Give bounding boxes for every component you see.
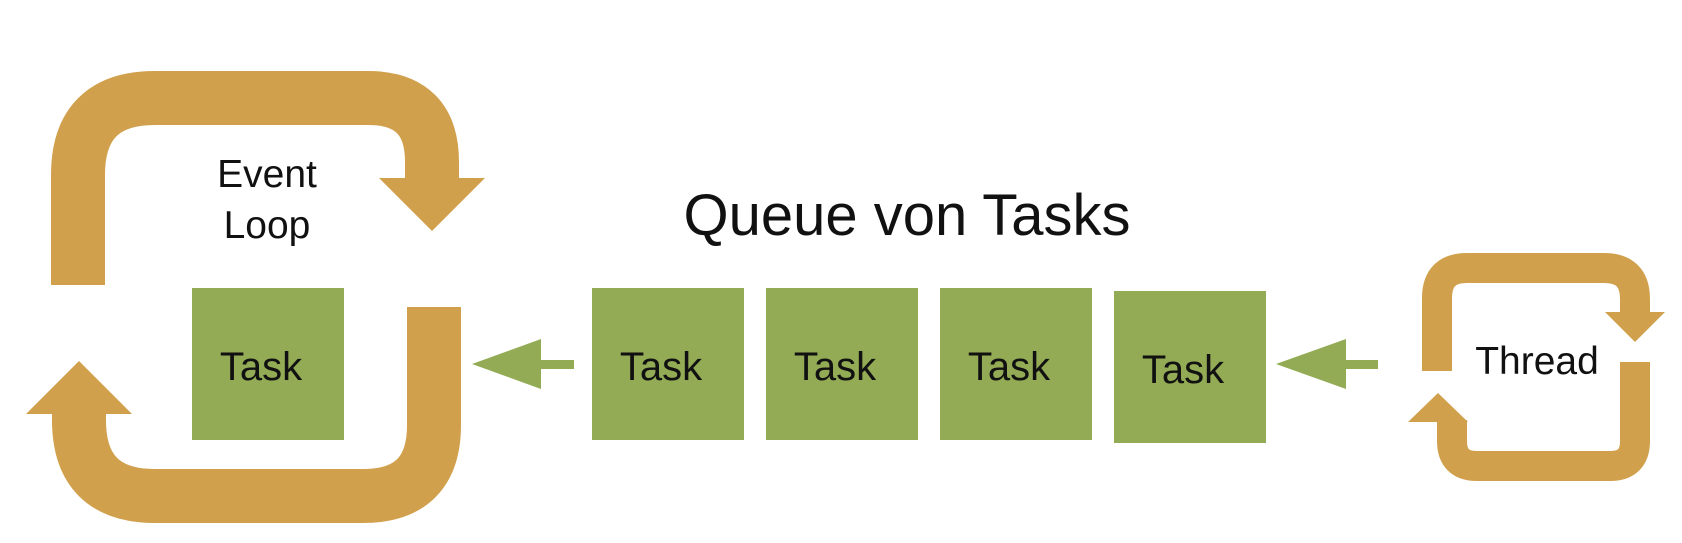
queue-task-box bbox=[1114, 291, 1266, 443]
queue-task-label: Task bbox=[620, 345, 703, 389]
event-loop-top-arrow-body bbox=[51, 71, 459, 285]
current-task-box bbox=[192, 288, 344, 440]
event-loop-top-arrowhead bbox=[379, 178, 485, 231]
event-loop-bottom-arrow-body bbox=[52, 307, 461, 523]
thread-label: Thread bbox=[1475, 340, 1599, 383]
queue-to-loop-arrowhead bbox=[472, 339, 541, 389]
event-loop-label-line2: Loop bbox=[224, 204, 311, 247]
queue-task-label: Task bbox=[968, 345, 1051, 389]
thread-top-arrow-body bbox=[1422, 253, 1650, 371]
event-loop-bottom-arrowhead bbox=[26, 361, 132, 414]
task-queue: Task Task Task Task bbox=[592, 288, 1266, 443]
thread-bottom-arrow-body bbox=[1437, 362, 1650, 481]
queue-to-loop-arrow bbox=[472, 339, 574, 389]
queue-title: Queue von Tasks bbox=[683, 183, 1130, 248]
thread-to-queue-arrow-shaft bbox=[1340, 360, 1378, 369]
queue-to-loop-arrow-shaft bbox=[538, 360, 574, 369]
thread-top-arrowhead bbox=[1605, 312, 1665, 342]
queue-task-box bbox=[766, 288, 918, 440]
event-loop-label-line1: Event bbox=[217, 153, 317, 196]
event-loop: Event Loop Task bbox=[26, 71, 485, 523]
queue-task-box bbox=[592, 288, 744, 440]
thread-to-queue-arrow bbox=[1276, 339, 1378, 389]
thread: Thread bbox=[1408, 253, 1665, 481]
thread-to-queue-arrowhead bbox=[1276, 339, 1346, 389]
queue-task-label: Task bbox=[1142, 348, 1225, 392]
current-task-label: Task bbox=[220, 345, 303, 389]
queue-task-box bbox=[940, 288, 1092, 440]
queue-task-label: Task bbox=[794, 345, 877, 389]
thread-bottom-arrowhead bbox=[1408, 393, 1468, 422]
